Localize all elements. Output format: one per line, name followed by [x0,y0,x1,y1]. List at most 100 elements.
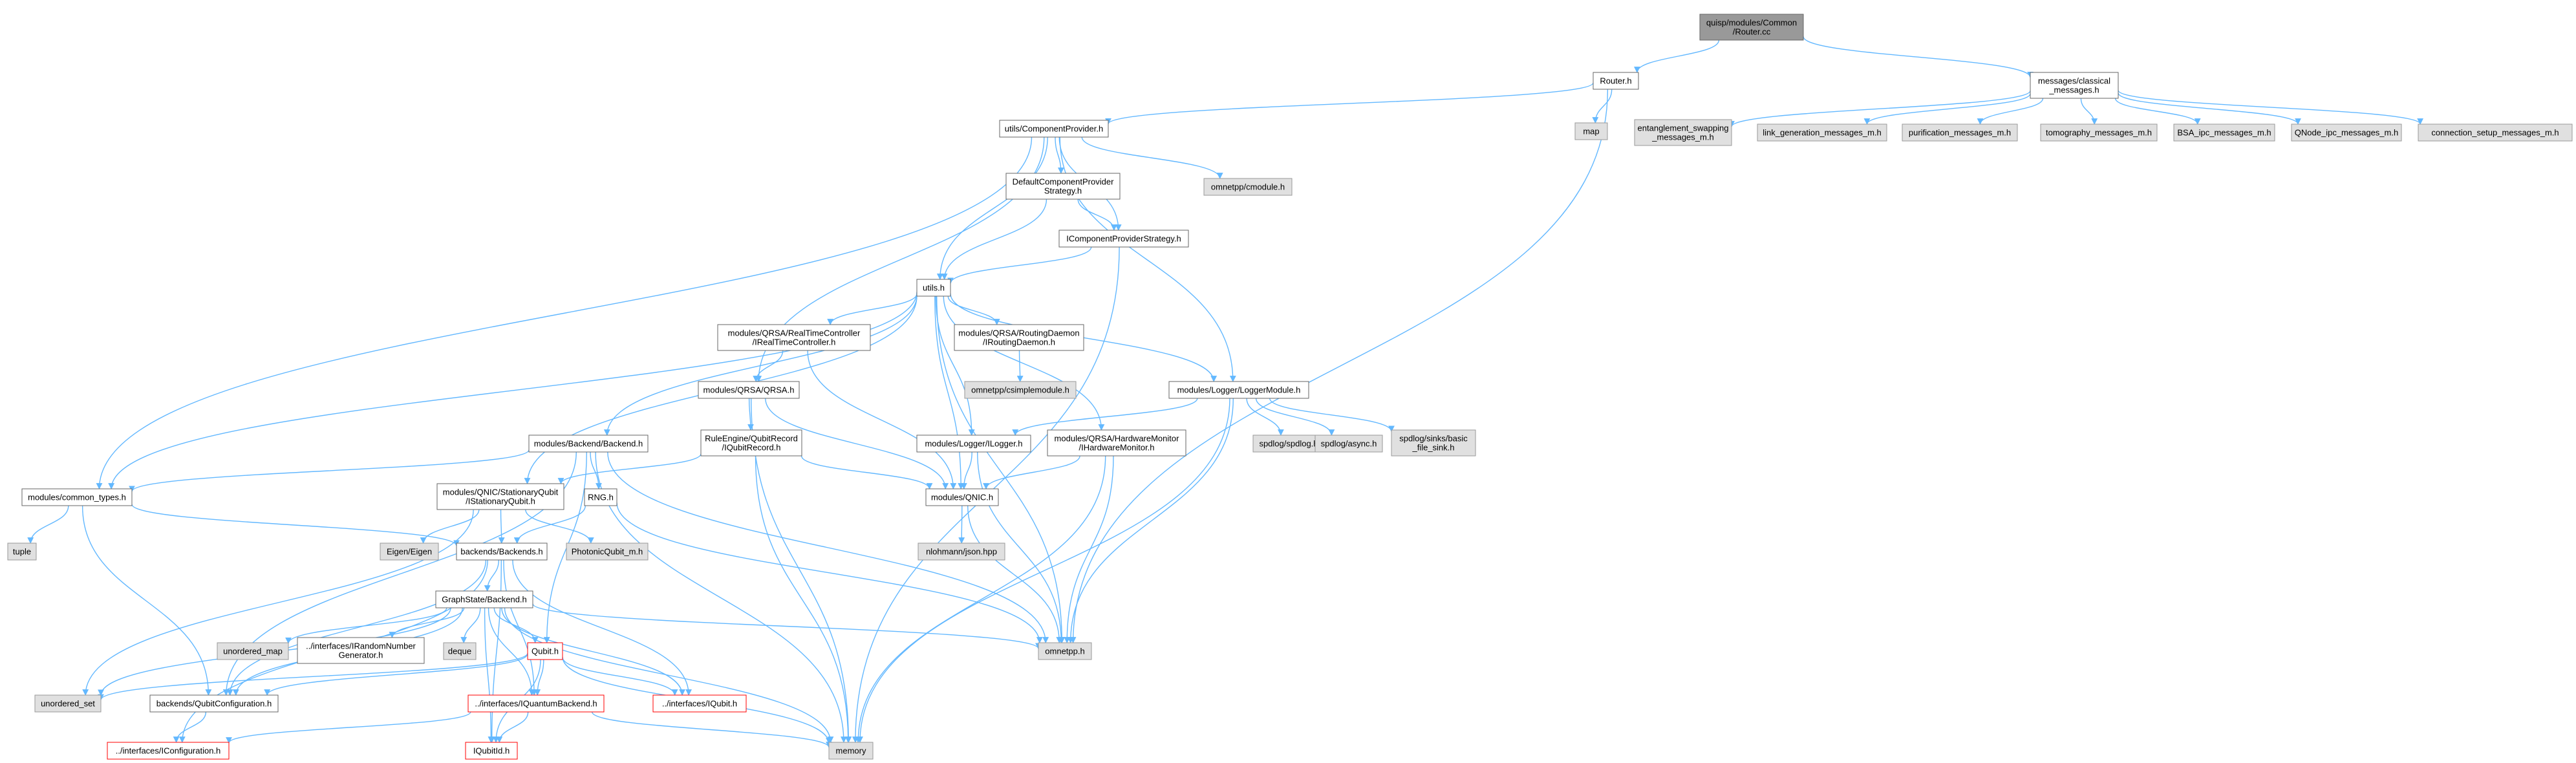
node-box [566,543,649,561]
file-node-root[interactable]: quisp/modules/Common/Router.cc [1699,14,1804,41]
node-box [700,429,802,457]
node-label-line: _file_sink.h [1411,443,1454,453]
node-box [2418,124,2573,142]
file-node-logger-module[interactable]: modules/Logger/LoggerModule.h [1168,381,1309,399]
dependency-edge-graphstate-to-omnetpp_h [532,603,1042,650]
file-node-qubit-h[interactable]: Qubit.h [527,642,563,660]
file-node-nlohmann[interactable]: nlohmann/json.hpp [918,543,1005,561]
file-node-iqubit[interactable]: ../interfaces/IQubit.h [652,694,747,713]
dependency-edge-messages_classical-to-qnode_ipc [2118,92,2301,125]
file-node-map[interactable]: map [1574,122,1608,140]
file-node-unordered-map[interactable]: unordered_map [217,642,289,660]
node-box [1699,14,1804,41]
dependency-edge-graphstate-to-iqubitid [484,607,495,743]
node-label-line: connection_setup_messages_m.h [2431,128,2559,138]
node-label-line: QNode_ipc_messages_m.h [2295,128,2398,138]
file-node-messages-classical[interactable]: messages/classical_messages.h [2030,72,2119,99]
file-node-qnic[interactable]: modules/QNIC.h [925,488,999,506]
file-node-utils-h[interactable]: utils.h [916,279,951,297]
node-label-line: backends/Backends.h [460,547,542,557]
node-label-line: _messages.h [2048,85,2099,95]
dependency-edge-utils_h-to-routing_daemon [947,296,1000,325]
file-node-qrsa[interactable]: modules/QRSA/QRSA.h [698,381,800,399]
file-node-ent-swap[interactable]: entanglement_swapping_messages_m.h [1634,119,1732,146]
dependency-edge-iquantum_backend-to-iqubitid [496,711,529,743]
file-node-comp-provider[interactable]: utils/ComponentProvider.h [999,120,1109,138]
file-node-link-gen[interactable]: link_generation_messages_m.h [1757,124,1887,142]
file-node-common-types[interactable]: modules/common_types.h [21,488,133,506]
node-box [1757,124,1887,142]
file-node-omnetpp-cmodule[interactable]: omnetpp/cmodule.h [1203,178,1293,196]
dependency-edge-ilogger-to-omnetpp_h [977,451,1065,643]
file-node-rng[interactable]: RNG.h [584,488,617,506]
file-node-eigen[interactable]: Eigen/Eigen [380,543,439,561]
file-node-qubit-config[interactable]: backends/QubitConfiguration.h [149,694,279,713]
file-node-backend-h[interactable]: modules/Backend/Backend.h [528,435,649,453]
file-node-backends[interactable]: backends/Backends.h [456,543,548,561]
file-node-router-h[interactable]: Router.h [1593,72,1639,90]
node-label-line: RNG.h [588,493,614,502]
dependency-edge-backends-to-iqubitid [488,559,502,743]
file-node-iqubitid[interactable]: IQubitId.h [465,742,518,760]
dependency-edge-rng-to-backends [513,505,586,544]
file-node-spdlog-async[interactable]: spdlog/async.h [1315,435,1383,453]
dependency-edge-utils_h-to-backend_h [603,295,918,436]
file-node-icps[interactable]: IComponentProviderStrategy.h [1058,230,1189,248]
file-node-purif[interactable]: purification_messages_m.h [1902,124,2018,142]
dependency-edge-stationary_qubit-to-eigen [420,509,480,544]
file-node-ilogger[interactable]: modules/Logger/ILogger.h [916,435,1031,453]
node-label-line: utils/ComponentProvider.h [1005,124,1103,134]
dependency-edge-default_cps-to-utils_h [941,199,1047,280]
node-label-line: memory [836,746,866,756]
node-box [465,742,518,760]
node-box [925,488,999,506]
file-node-iconfiguration[interactable]: ../interfaces/IConfiguration.h [107,742,230,760]
file-node-stationary-qubit[interactable]: modules/QNIC/StationaryQubit/IStationary… [436,483,564,510]
node-label-line: map [1583,127,1599,136]
node-box [1058,230,1189,248]
file-node-qubit-record[interactable]: RuleEngine/QubitRecord/IQubitRecord.h [700,429,802,457]
dependency-edge-graphstate-to-unordered_map [285,607,447,644]
dependency-edge-backend_h-to-rng [590,451,602,489]
dependency-edge-messages_classical-to-ent_swap [1728,90,2031,127]
node-box [1005,173,1121,200]
node-box [1203,178,1293,196]
dependency-edge-stationary_qubit-to-photonic_qubit [525,509,594,544]
node-box [584,488,617,506]
file-node-memory[interactable]: memory [828,742,874,760]
node-label-line: purification_messages_m.h [1909,128,2011,138]
file-node-hw-monitor[interactable]: modules/QRSA/HardwareMonitor/IHardwareMo… [1047,429,1186,457]
file-node-bsa-ipc[interactable]: BSA_ipc_messages_m.h [2173,124,2275,142]
dependency-edge-default_cps-to-icps [1077,199,1117,231]
file-node-photonic-qubit[interactable]: PhotonicQubit_m.h [566,543,649,561]
file-node-csimplemodule[interactable]: omnetpp/csimplemodule.h [964,381,1077,399]
dependency-edge-logger_module-to-spdlog [1246,398,1284,436]
file-node-conn-setup[interactable]: connection_setup_messages_m.h [2418,124,2573,142]
dependency-edge-rtc-to-qnic [807,350,957,489]
file-node-spdlog-sinks[interactable]: spdlog/sinks/basic_file_sink.h [1391,429,1476,457]
dependency-edge-root-to-router_h [1634,39,1720,73]
file-node-deque[interactable]: deque [443,642,477,660]
file-node-routing-daemon[interactable]: modules/QRSA/RoutingDaemon/IRoutingDaemo… [954,324,1084,351]
file-node-tuple[interactable]: tuple [7,543,37,561]
node-label-line: modules/QNIC/StationaryQubit [443,488,559,497]
file-node-qnode-ipc[interactable]: QNode_ipc_messages_m.h [2291,124,2402,142]
dependency-edge-common_types-to-qubit_config [81,505,212,696]
file-node-graphstate[interactable]: GraphState/Backend.h [435,590,533,608]
file-node-iquantum-backend[interactable]: ../interfaces/IQuantumBackend.h [467,694,605,713]
dependency-edge-backends-to-iqubit [512,559,692,696]
dependency-edge-router_h-to-comp_provider [1105,82,1594,125]
node-label-line: modules/QRSA/RealTimeController [728,328,861,338]
file-node-spdlog[interactable]: spdlog/spdlog.h [1252,435,1325,453]
node-box [1391,429,1476,457]
file-node-tomo[interactable]: tomography_messages_m.h [2040,124,2158,142]
file-node-omnetpp-h[interactable]: omnetpp.h [1038,642,1092,660]
node-label-line: PhotonicQubit_m.h [572,547,643,557]
dependency-edge-messages_classical-to-link_gen [1863,93,2031,125]
file-node-rtc[interactable]: modules/QRSA/RealTimeController/IRealTim… [717,324,871,351]
file-node-unordered-set[interactable]: unordered_set [34,694,102,713]
dependency-edge-iquantum_backend-to-memory [592,711,832,748]
